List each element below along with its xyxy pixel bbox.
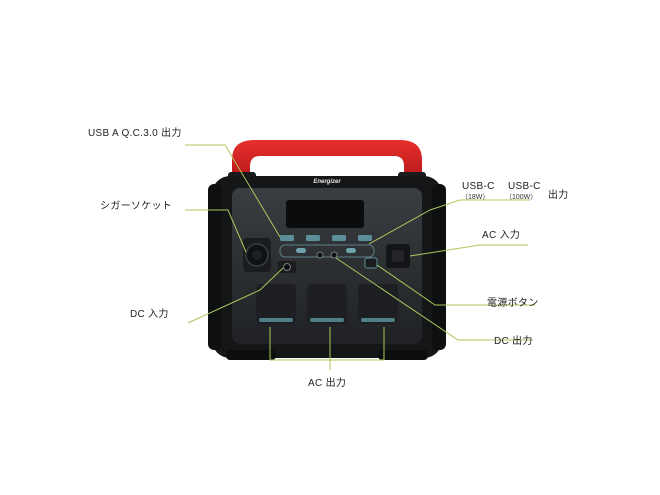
ac-outlets — [256, 284, 398, 324]
label-usb-c-18w-sub: （18W） — [461, 194, 490, 201]
foot-right — [378, 350, 428, 360]
leader-cigar — [185, 209, 247, 253]
label-cigar-socket: シガーソケット — [100, 201, 173, 212]
cigar-socket — [243, 238, 271, 272]
dc-output-ports — [316, 251, 338, 259]
leader-ac-out — [269, 327, 385, 361]
usb-c-ports — [279, 244, 375, 258]
leader-ac-in — [409, 244, 528, 257]
bumper-left — [208, 184, 222, 350]
brand-logo: Energizer — [313, 179, 341, 185]
label-usb-c-100w: USB-C — [508, 181, 541, 192]
ac-input-port — [386, 244, 410, 268]
lcd-display — [286, 200, 364, 228]
label-usb-c-18w: USB-C — [462, 181, 495, 192]
label-usb-a: USB A Q.C.3.0 出力 — [88, 128, 182, 139]
leader-dc-out — [335, 257, 533, 341]
leader-usb-a — [185, 144, 281, 238]
bumper-right — [432, 184, 446, 350]
dc-input-port — [278, 261, 296, 273]
leader-usb-c — [368, 199, 530, 245]
leader-dc-in — [187, 267, 284, 324]
label-usb-c-output: 出力 — [548, 190, 569, 201]
label-power-button: 電源ボタン — [487, 298, 539, 309]
label-usb-c-100w-sub: （100W） — [505, 194, 538, 201]
foot-left — [226, 350, 276, 360]
label-ac-input: AC 入力 — [482, 230, 521, 241]
usb-a-ports — [280, 235, 372, 241]
label-dc-input: DC 入力 — [130, 309, 169, 320]
carry-handle — [232, 140, 422, 182]
leader-lines — [185, 144, 535, 370]
power-button — [364, 257, 378, 269]
leader-power — [376, 264, 535, 306]
label-ac-output: AC 出力 — [308, 378, 347, 389]
label-dc-output: DC 出力 — [494, 336, 533, 347]
